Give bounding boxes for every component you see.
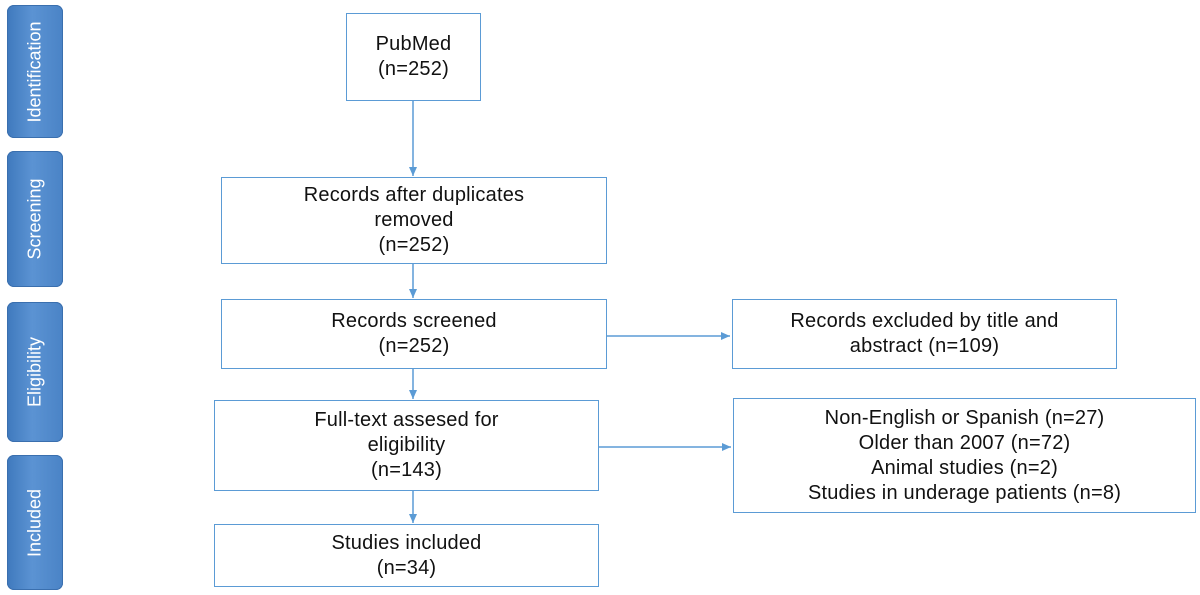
box-records-excluded-title-abstract: Records excluded by title and abstract (… — [732, 299, 1117, 369]
stage-included: Included — [7, 455, 63, 590]
box-pubmed: PubMed (n=252) — [346, 13, 481, 101]
box-screened-line-2: (n=252) — [378, 335, 450, 357]
stage-screening: Screening — [7, 151, 63, 287]
box-reasons-line-3: Animal studies (n=2) — [871, 456, 1058, 479]
box-included-line-2: (n=34) — [376, 556, 437, 579]
box-studies-included: Studies included (n=34) — [214, 524, 599, 587]
box-duplicates-line-3: (n=252) — [378, 234, 450, 256]
box-fulltext-line-2: eligibility — [367, 434, 446, 456]
box-records-after-duplicates: Records after duplicates removed (n=252) — [221, 177, 607, 264]
box-fulltext-line-3: (n=143) — [371, 459, 442, 481]
box-screened-line-1: Records screened — [331, 310, 497, 332]
box-excluded-title-line-2: abstract (n=109) — [849, 335, 1000, 357]
box-reasons-line-2: Older than 2007 (n=72) — [858, 431, 1071, 454]
stage-eligibility: Eligibility — [7, 302, 63, 442]
box-duplicates-line-2: removed — [374, 209, 454, 231]
box-fulltext-line-1: Full-text assesed for — [314, 409, 499, 431]
box-fulltext-assessed: Full-text assesed for eligibility (n=143… — [214, 400, 599, 491]
box-pubmed-line-2: (n=252) — [378, 58, 449, 80]
box-reasons-line-4: Studies in underage patients (n=8) — [807, 481, 1122, 504]
box-excluded-title-line-1: Records excluded by title and — [790, 310, 1059, 332]
box-records-screened: Records screened (n=252) — [221, 299, 607, 369]
box-duplicates-line-1: Records after duplicates — [303, 184, 525, 206]
stage-identification: Identification — [7, 5, 63, 138]
box-included-line-1: Studies included — [331, 531, 482, 554]
box-pubmed-line-1: PubMed — [375, 33, 452, 55]
box-reasons-line-1: Non-English or Spanish (n=27) — [824, 406, 1105, 429]
box-exclusion-reasons: Non-English or Spanish (n=27) Older than… — [733, 398, 1196, 513]
